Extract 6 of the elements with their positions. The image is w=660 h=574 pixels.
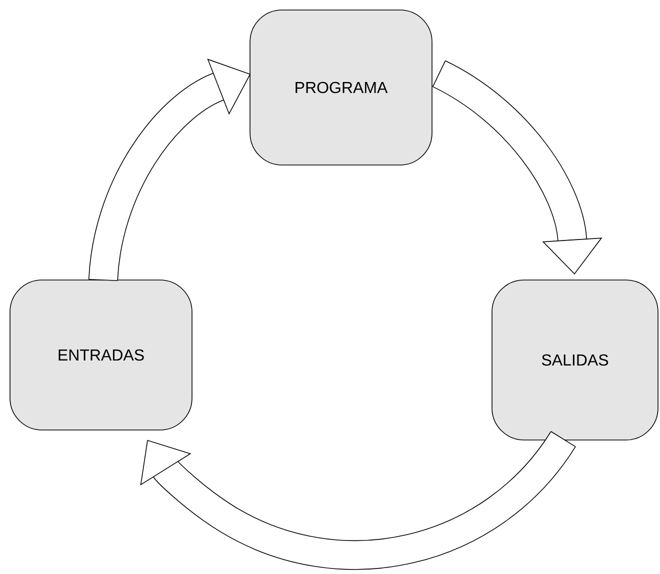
rounded-box: ENTRADAS [10,280,192,430]
block-arrow [88,58,251,282]
rounded-box: SALIDAS [492,280,658,440]
block-arrow [140,430,576,570]
rounded-box: PROGRAMA [250,10,432,166]
block-arrow [432,60,602,274]
